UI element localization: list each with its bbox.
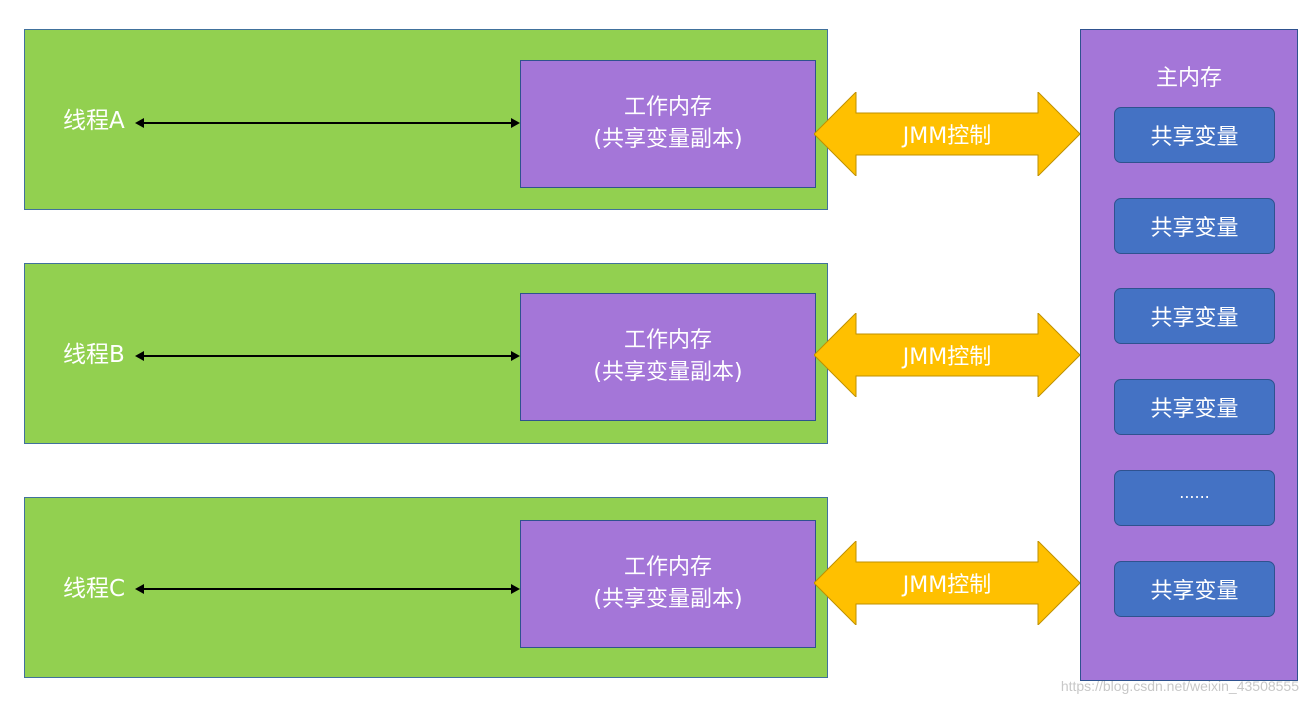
watermark: https://blog.csdn.net/weixin_43508555	[1060, 678, 1299, 694]
double-arrow-icon	[814, 313, 1080, 397]
jmm-control-arrow-b: JMM控制	[814, 313, 1080, 397]
shared-variable: 共享变量	[1114, 198, 1275, 254]
shared-variable: 共享变量	[1114, 288, 1275, 344]
jmm-label-a: JMM控制	[902, 124, 992, 149]
shared-variable: 共享变量	[1114, 379, 1275, 435]
double-arrow-icon	[814, 541, 1080, 625]
working-memory-subtitle-b: (共享变量副本)	[593, 360, 743, 385]
thread-box-a: 线程A 工作内存 (共享变量副本)	[24, 29, 828, 210]
main-memory: 主内存 共享变量 共享变量 共享变量 共享变量 ...... 共享变量	[1080, 29, 1298, 681]
shared-variable: 共享变量	[1114, 107, 1275, 163]
jmm-label-c: JMM控制	[902, 573, 992, 598]
working-memory-title-c: 工作内存	[623, 555, 712, 580]
thread-to-working-memory-arrow-c	[135, 584, 520, 594]
jmm-label-b: JMM控制	[902, 345, 992, 370]
thread-label-c: 线程C	[63, 576, 126, 602]
thread-to-working-memory-arrow-b	[135, 351, 520, 361]
double-arrow-icon	[814, 92, 1080, 176]
thread-to-working-memory-arrow-a	[135, 118, 520, 128]
working-memory-c: 工作内存 (共享变量副本)	[520, 520, 816, 648]
jmm-control-arrow-a: JMM控制	[814, 92, 1080, 176]
thread-box-c: 线程C 工作内存 (共享变量副本)	[24, 497, 828, 678]
working-memory-title-b: 工作内存	[623, 328, 712, 353]
thread-box-b: 线程B 工作内存 (共享变量副本)	[24, 263, 828, 444]
jmm-control-arrow-c: JMM控制	[814, 541, 1080, 625]
working-memory-subtitle-c: (共享变量副本)	[593, 587, 743, 612]
thread-label-a: 线程A	[63, 108, 125, 134]
main-memory-title: 主内存	[1155, 66, 1222, 91]
shared-variable: 共享变量	[1114, 561, 1275, 617]
thread-label-b: 线程B	[63, 342, 125, 368]
working-memory-a: 工作内存 (共享变量副本)	[520, 60, 816, 188]
working-memory-title-a: 工作内存	[623, 95, 712, 120]
working-memory-b: 工作内存 (共享变量副本)	[520, 293, 816, 421]
shared-variable-ellipsis: ......	[1114, 470, 1275, 526]
working-memory-subtitle-a: (共享变量副本)	[593, 127, 743, 152]
